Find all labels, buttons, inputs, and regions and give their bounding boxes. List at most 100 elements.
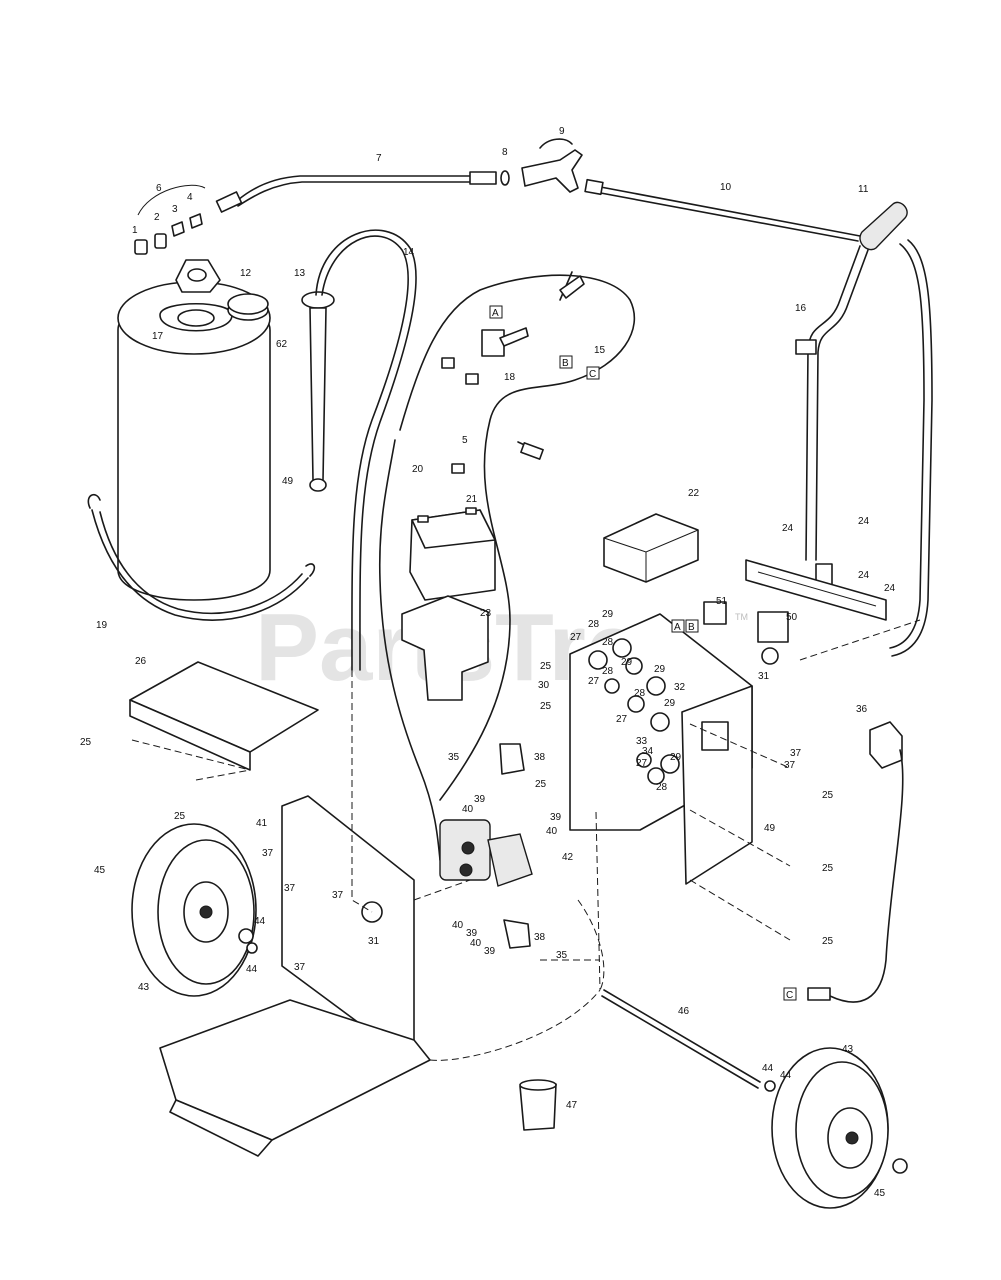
- callout-28e: 28: [656, 782, 668, 793]
- box-callout-a2: A: [674, 622, 681, 633]
- callout-5: 5: [462, 435, 468, 446]
- right-wheel: [764, 1047, 908, 1209]
- callout-50: 50: [786, 612, 798, 623]
- callout-3: 3: [172, 204, 178, 215]
- callout-10: 10: [720, 182, 732, 193]
- left-wheel: [131, 823, 258, 997]
- callout-38b: 38: [534, 932, 546, 943]
- callout-23: 23: [480, 608, 492, 619]
- callout-42: 42: [562, 852, 574, 863]
- callout-36: 36: [856, 704, 868, 715]
- callout-24b: 24: [858, 516, 870, 527]
- callout-39d: 39: [484, 946, 496, 957]
- callout-37c: 37: [262, 848, 274, 859]
- callout-28a: 28: [588, 619, 600, 630]
- callout-41: 41: [256, 818, 268, 829]
- callout-27a: 27: [570, 632, 582, 643]
- callout-43a: 43: [138, 982, 150, 993]
- box-callout-a: A: [492, 308, 499, 319]
- callout-37e: 37: [332, 890, 344, 901]
- callout-13: 13: [294, 268, 306, 279]
- callout-28d: 28: [634, 688, 646, 699]
- callout-44c: 44: [762, 1063, 774, 1074]
- assembly-lines: [131, 619, 921, 1061]
- callout-44a: 44: [254, 916, 266, 927]
- main-frame: [159, 795, 431, 1157]
- callout-27c: 27: [616, 714, 628, 725]
- callout-39b: 39: [550, 812, 562, 823]
- callout-15: 15: [594, 345, 606, 356]
- callout-40b: 40: [546, 826, 558, 837]
- callout-25g: 25: [822, 863, 834, 874]
- callout-26: 26: [135, 656, 147, 667]
- callout-37f: 37: [294, 962, 306, 973]
- callout-21: 21: [466, 494, 478, 505]
- callout-37a: 37: [790, 748, 802, 759]
- callout-33: 33: [636, 736, 648, 747]
- callout-62: 62: [276, 339, 288, 350]
- callout-25b: 25: [540, 701, 552, 712]
- callout-31b: 31: [368, 936, 380, 947]
- callout-39a: 39: [474, 794, 486, 805]
- callout-47: 47: [566, 1100, 578, 1111]
- callouts: 1 2 3 4 5 6 7 8 9 10 11 12 13 14 15 16 1…: [80, 126, 896, 1199]
- callout-17: 17: [152, 331, 164, 342]
- callout-29c: 29: [654, 664, 666, 675]
- callout-24c: 24: [858, 570, 870, 581]
- box-callout-c2: C: [786, 990, 793, 1001]
- measuring-cup: [519, 1079, 557, 1131]
- callout-18: 18: [504, 372, 516, 383]
- panel-cover: [129, 661, 319, 771]
- battery-bracket: [401, 595, 489, 701]
- boxed-callouts: A B C A B C: [489, 305, 797, 1001]
- watermark-tm: TM: [735, 612, 748, 622]
- wiring-harness: [378, 271, 636, 861]
- box-callout-c: C: [589, 369, 596, 380]
- callout-12: 12: [240, 268, 252, 279]
- callout-32: 32: [674, 682, 686, 693]
- callout-29b: 29: [621, 657, 633, 668]
- callout-37d: 37: [284, 883, 296, 894]
- callout-25h: 25: [822, 936, 834, 947]
- relay: [807, 721, 904, 1003]
- callout-11: 11: [858, 184, 869, 195]
- callout-51: 51: [716, 596, 728, 607]
- callout-40c: 40: [452, 920, 464, 931]
- callout-31a: 31: [758, 671, 770, 682]
- callout-25f: 25: [822, 790, 834, 801]
- callout-49b: 49: [764, 823, 776, 834]
- suction-hose: [301, 229, 417, 671]
- callout-43b: 43: [842, 1044, 854, 1055]
- callout-37b: 37: [784, 760, 796, 771]
- callout-35b: 35: [556, 950, 568, 961]
- callout-19: 19: [96, 620, 108, 631]
- axle: [603, 989, 761, 1083]
- spray-hose-assembly: [134, 138, 908, 255]
- callout-9: 9: [559, 126, 565, 137]
- callout-38a: 38: [534, 752, 546, 763]
- callout-46: 46: [678, 1006, 690, 1017]
- callout-22: 22: [688, 488, 700, 499]
- callout-24d: 24: [884, 583, 896, 594]
- callout-27d: 27: [636, 758, 648, 769]
- callout-35a: 35: [448, 752, 460, 763]
- box-callout-b: B: [562, 358, 569, 369]
- box-callout-b2: B: [688, 622, 695, 633]
- callout-25c: 25: [535, 779, 547, 790]
- handle-frame: [745, 239, 933, 657]
- callout-30: 30: [538, 680, 550, 691]
- callout-7: 7: [376, 153, 382, 164]
- callout-2: 2: [154, 212, 160, 223]
- callout-6: 6: [156, 183, 162, 194]
- callout-24a: 24: [782, 523, 794, 534]
- callout-40d: 40: [470, 938, 482, 949]
- callout-44b: 44: [246, 964, 258, 975]
- callout-29a: 29: [602, 609, 614, 620]
- callout-20: 20: [412, 464, 424, 475]
- callout-29e: 29: [670, 752, 682, 763]
- callout-28b: 28: [602, 637, 614, 648]
- callout-49a: 49: [282, 476, 294, 487]
- callout-4: 4: [187, 192, 193, 203]
- chemical-tank: [87, 259, 316, 621]
